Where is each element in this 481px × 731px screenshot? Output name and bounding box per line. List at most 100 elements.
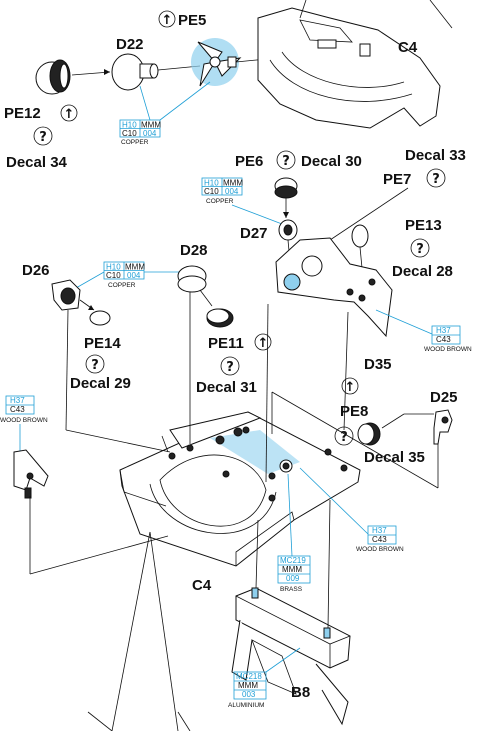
apply-icon-ring — [341, 377, 359, 395]
label-d26: D26 — [22, 262, 50, 279]
optional-icon: ? — [91, 358, 99, 373]
svg-text:C43: C43 — [372, 535, 387, 544]
part-pe5 — [191, 38, 242, 87]
paint-callout-brass: MC219 MMM 009 BRASS — [277, 473, 311, 593]
svg-text:BRASS: BRASS — [280, 586, 303, 593]
svg-text:MMM: MMM — [238, 681, 258, 690]
apply-icon-ring — [158, 10, 176, 28]
part-d35 — [275, 237, 393, 338]
svg-text:009: 009 — [286, 574, 300, 583]
svg-text:H10: H10 — [122, 121, 137, 130]
svg-text:MMM: MMM — [125, 263, 145, 272]
svg-text:ALUMINIUM: ALUMINIUM — [228, 702, 264, 709]
optional-icon: ? — [340, 430, 348, 445]
part-d25 — [433, 409, 453, 445]
paint-callout-copper-3: H10 MMM C10 004 COPPER — [75, 261, 180, 289]
apply-icon-ring — [60, 104, 78, 122]
part-pe14-disc — [89, 310, 111, 326]
svg-text:MMM: MMM — [282, 565, 302, 574]
paint-callout-copper-2: H10 MMM C10 004 COPPER — [201, 177, 283, 225]
optional-icon-ring — [410, 238, 430, 258]
svg-text:H37: H37 — [10, 396, 25, 405]
paint-callout-woodbrown-2: H37 C43 WOOD BROWN — [0, 395, 48, 452]
svg-text:MC218: MC218 — [236, 672, 262, 681]
label-pe7: PE7 — [383, 171, 411, 188]
apply-icon: ↑ — [345, 380, 356, 395]
optional-icon-ring — [276, 150, 296, 170]
svg-text:H37: H37 — [436, 326, 451, 335]
optional-icon-ring — [33, 126, 53, 146]
svg-text:MMM: MMM — [141, 121, 161, 130]
label-pe13: PE13 — [405, 217, 442, 234]
optional-icon-ring — [426, 168, 446, 188]
paint-callout-copper-1: H10 MMM C10 004 COPPER — [119, 81, 211, 146]
svg-text:MMM: MMM — [223, 179, 243, 188]
label-d25: D25 — [430, 389, 458, 406]
apply-icon: ↑ — [258, 336, 269, 351]
svg-text:COPPER: COPPER — [108, 282, 136, 289]
optional-icon-ring — [85, 354, 105, 374]
optional-icon: ? — [282, 154, 290, 169]
part-pe12 — [35, 59, 71, 95]
part-side-bracket — [13, 449, 49, 499]
svg-text:H37: H37 — [372, 526, 387, 535]
part-d22 — [111, 53, 159, 91]
label-decal28: Decal 28 — [392, 263, 453, 280]
label-d27: D27 — [240, 225, 268, 242]
label-c4-bottom: C4 — [192, 577, 212, 594]
apply-icon: ↑ — [162, 13, 173, 28]
paint-callout-woodbrown-3: H37 C43 WOOD BROWN — [299, 467, 404, 553]
label-pe11: PE11 — [208, 335, 244, 352]
apply-icon-ring — [254, 333, 272, 351]
label-decal29: Decal 29 — [70, 375, 131, 392]
svg-text:003: 003 — [242, 690, 256, 699]
optional-icon: ? — [226, 360, 234, 375]
label-decal33: Decal 33 — [405, 147, 466, 164]
label-pe6: PE6 — [235, 153, 263, 170]
optional-icon: ? — [416, 242, 424, 257]
part-pe8 — [357, 422, 381, 446]
svg-text:WOOD BROWN: WOOD BROWN — [356, 546, 404, 553]
svg-text:WOOD BROWN: WOOD BROWN — [424, 346, 472, 353]
label-d22: D22 — [116, 36, 144, 53]
label-decal34: Decal 34 — [6, 154, 68, 171]
label-pe5: PE5 — [178, 12, 206, 29]
label-c4-top: C4 — [398, 39, 418, 56]
label-decal35: Decal 35 — [364, 449, 425, 466]
part-pe6 — [274, 177, 298, 199]
paint-callout-aluminium: MC218 MMM 003 ALUMINIUM — [228, 647, 301, 709]
part-c4-top — [257, 0, 453, 129]
label-pe12: PE12 — [4, 105, 41, 122]
label-pe14: PE14 — [84, 335, 121, 352]
svg-text:C43: C43 — [10, 405, 25, 414]
label-pe8: PE8 — [340, 403, 368, 420]
paint-callout-woodbrown-1: H37 C43 WOOD BROWN — [375, 309, 472, 353]
svg-text:C43: C43 — [436, 335, 451, 344]
part-pe7-disc — [351, 224, 369, 248]
part-b8 — [231, 587, 351, 726]
svg-text:C10: C10 — [204, 187, 219, 196]
svg-text:C10: C10 — [122, 129, 137, 138]
part-pe11 — [206, 308, 234, 328]
svg-text:004: 004 — [127, 271, 141, 280]
part-d28 — [177, 265, 207, 293]
label-decal31: Decal 31 — [196, 379, 257, 396]
svg-text:COPPER: COPPER — [206, 198, 234, 205]
part-d26 — [51, 279, 81, 311]
svg-text:COPPER: COPPER — [121, 139, 149, 146]
svg-text:WOOD BROWN: WOOD BROWN — [0, 417, 48, 424]
svg-text:004: 004 — [143, 129, 157, 138]
label-d28: D28 — [180, 242, 208, 259]
svg-text:H10: H10 — [204, 179, 219, 188]
svg-text:MC219: MC219 — [280, 556, 306, 565]
optional-icon-ring — [220, 356, 240, 376]
label-decal30: Decal 30 — [301, 153, 362, 170]
apply-icon: ↑ — [64, 107, 75, 122]
label-d35: D35 — [364, 356, 392, 373]
label-b8: B8 — [291, 684, 310, 701]
svg-text:004: 004 — [225, 187, 239, 196]
optional-icon: ? — [39, 130, 47, 145]
part-d27 — [278, 219, 298, 241]
svg-text:H10: H10 — [106, 263, 121, 272]
